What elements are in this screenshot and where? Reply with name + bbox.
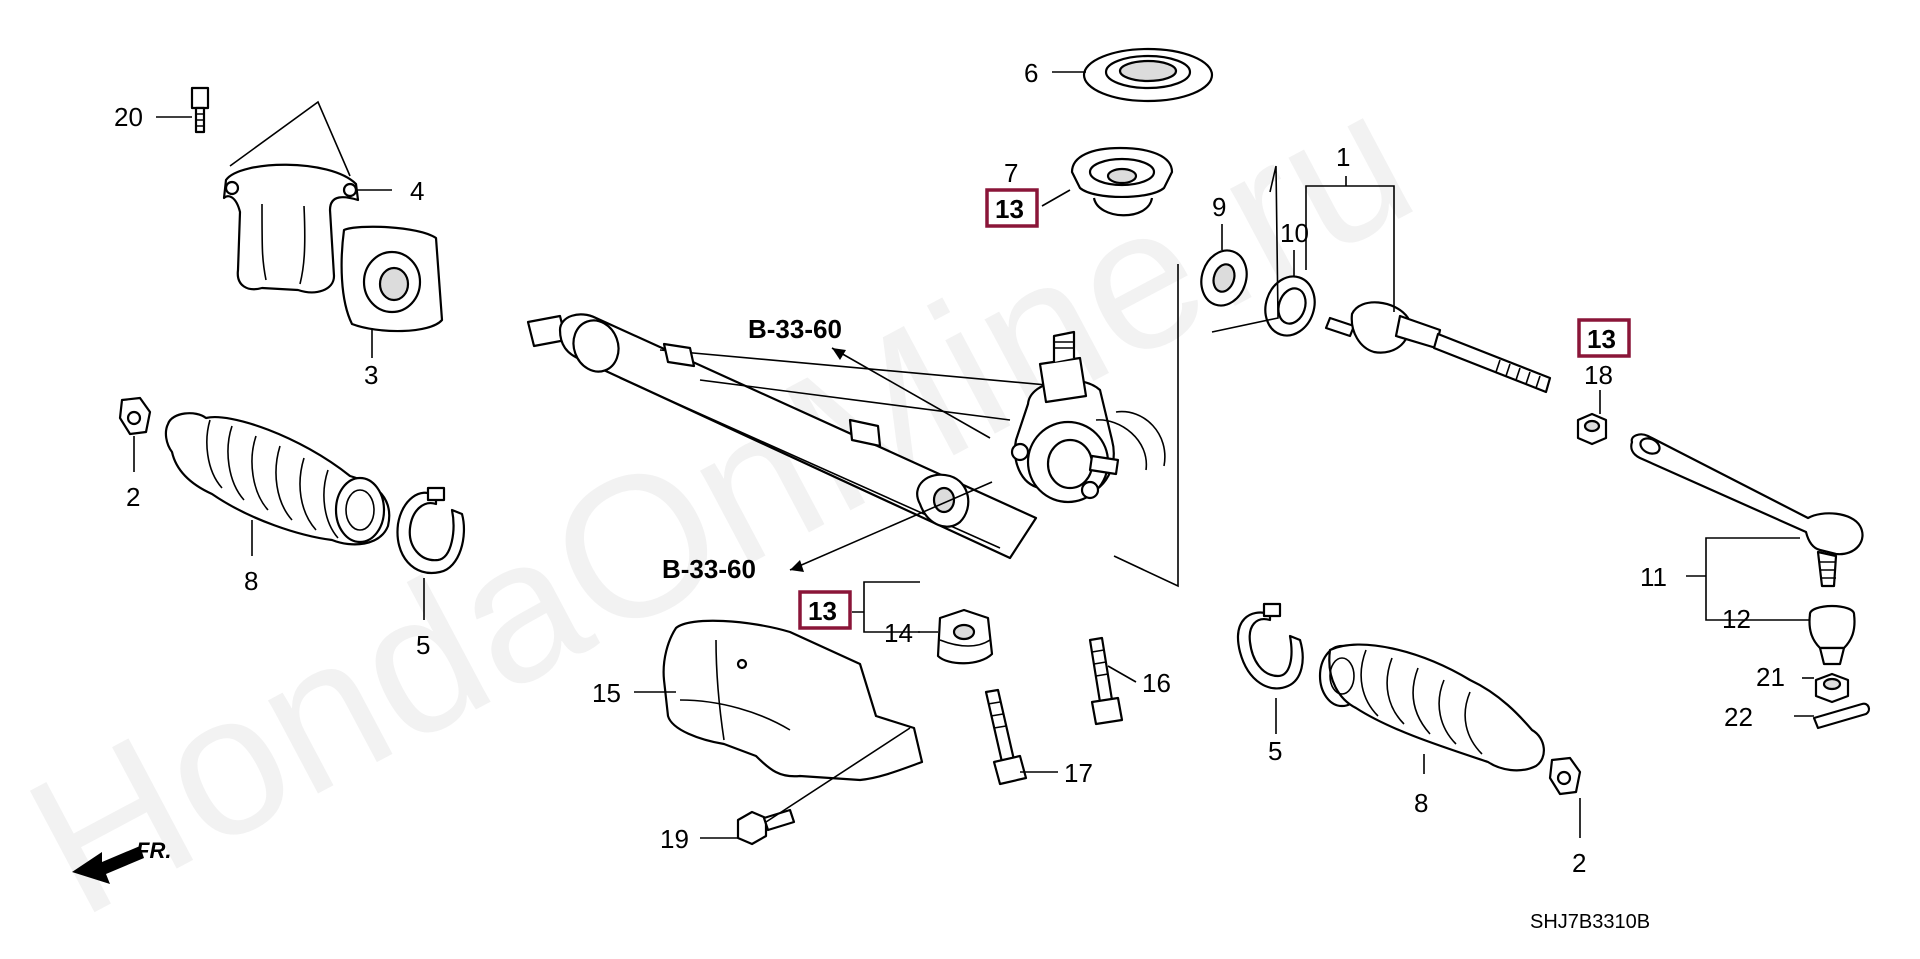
part-2-clip-right[interactable] <box>1548 756 1582 796</box>
part-11-tie-rod-end[interactable] <box>1630 433 1864 588</box>
watermark-text: HondaOnMine.ru <box>0 46 1445 958</box>
diagram-code: SHJ7B3310B <box>1530 911 1650 933</box>
part-8-rack-boot-left[interactable] <box>164 412 391 546</box>
part-20-bolt[interactable] <box>190 86 210 134</box>
reference-arrowheads <box>790 348 846 572</box>
part-8-rack-boot-right[interactable] <box>1318 643 1545 772</box>
part-18-nut[interactable] <box>1576 412 1608 446</box>
part-4-stabilizer-bracket[interactable] <box>222 163 360 294</box>
part-13-highlight-box-a <box>985 188 1039 228</box>
part-9-washer[interactable] <box>1194 245 1253 312</box>
part-17-bolt[interactable] <box>984 688 1028 786</box>
callout-6[interactable]: 6 <box>1024 58 1038 88</box>
reference-link-b-33-60-upper[interactable]: B-33-60 <box>748 314 842 344</box>
callout-8-right[interactable]: 8 <box>1414 788 1428 818</box>
callout-2-left[interactable]: 2 <box>126 482 140 512</box>
part-22-cotter-pin[interactable] <box>1812 702 1871 730</box>
part-12-dust-boot[interactable] <box>1808 604 1856 666</box>
callout-5-right[interactable]: 5 <box>1268 736 1282 766</box>
callout-19[interactable]: 19 <box>660 824 689 854</box>
callout-2-right[interactable]: 2 <box>1572 848 1586 878</box>
direction-label: FR. <box>136 838 171 863</box>
callout-labels: 20 4 3 2 8 5 6 7 13 9 10 1 13 18 11 12 2… <box>114 58 1785 878</box>
callout-15[interactable]: 15 <box>592 678 621 708</box>
part-21-castle-nut[interactable] <box>1814 672 1850 704</box>
callout-8-left[interactable]: 8 <box>244 566 258 596</box>
part-5-boot-band-right[interactable] <box>1237 602 1304 690</box>
callout-18[interactable]: 18 <box>1584 360 1613 390</box>
callout-13-c[interactable]: 13 <box>808 596 837 626</box>
callout-11[interactable]: 11 <box>1640 562 1667 592</box>
part-5-boot-band-left[interactable] <box>396 486 466 575</box>
callout-12[interactable]: 12 <box>1722 604 1751 634</box>
callout-14[interactable]: 14 <box>884 618 913 648</box>
callout-20[interactable]: 20 <box>114 102 143 132</box>
callout-17[interactable]: 17 <box>1064 758 1093 788</box>
part-19-bolt[interactable] <box>736 808 796 846</box>
part-2-clip-left[interactable] <box>118 396 152 436</box>
part-14-mount-cushion[interactable] <box>936 608 994 665</box>
part-13-highlight-box-c <box>798 590 852 630</box>
reference-link-b-33-60-lower[interactable]: B-33-60 <box>662 554 756 584</box>
callout-21[interactable]: 21 <box>1756 662 1785 692</box>
callout-5-left[interactable]: 5 <box>416 630 430 660</box>
part-13-highlight-box-b <box>1577 318 1631 358</box>
callout-13-b[interactable]: 13 <box>1587 324 1616 354</box>
callout-3[interactable]: 3 <box>364 360 378 390</box>
callout-1[interactable]: 1 <box>1336 142 1350 172</box>
callout-16[interactable]: 16 <box>1142 668 1171 698</box>
callout-10[interactable]: 10 <box>1280 218 1309 248</box>
callout-22[interactable]: 22 <box>1724 702 1753 732</box>
callout-4[interactable]: 4 <box>410 176 424 206</box>
callout-7[interactable]: 7 <box>1004 158 1018 188</box>
part-16-bolt[interactable] <box>1088 636 1124 726</box>
leader-lines <box>133 71 1814 839</box>
callout-13-a[interactable]: 13 <box>995 194 1024 224</box>
part-3-stabilizer-bushing[interactable] <box>340 225 444 333</box>
part-7-seal[interactable] <box>1070 146 1174 217</box>
part-6-washer[interactable] <box>1082 47 1214 103</box>
front-direction-arrow <box>72 846 144 884</box>
steering-gearbox-assembly[interactable] <box>526 313 1166 560</box>
part-1-tie-rod[interactable] <box>1324 301 1552 394</box>
callout-9[interactable]: 9 <box>1212 192 1226 222</box>
